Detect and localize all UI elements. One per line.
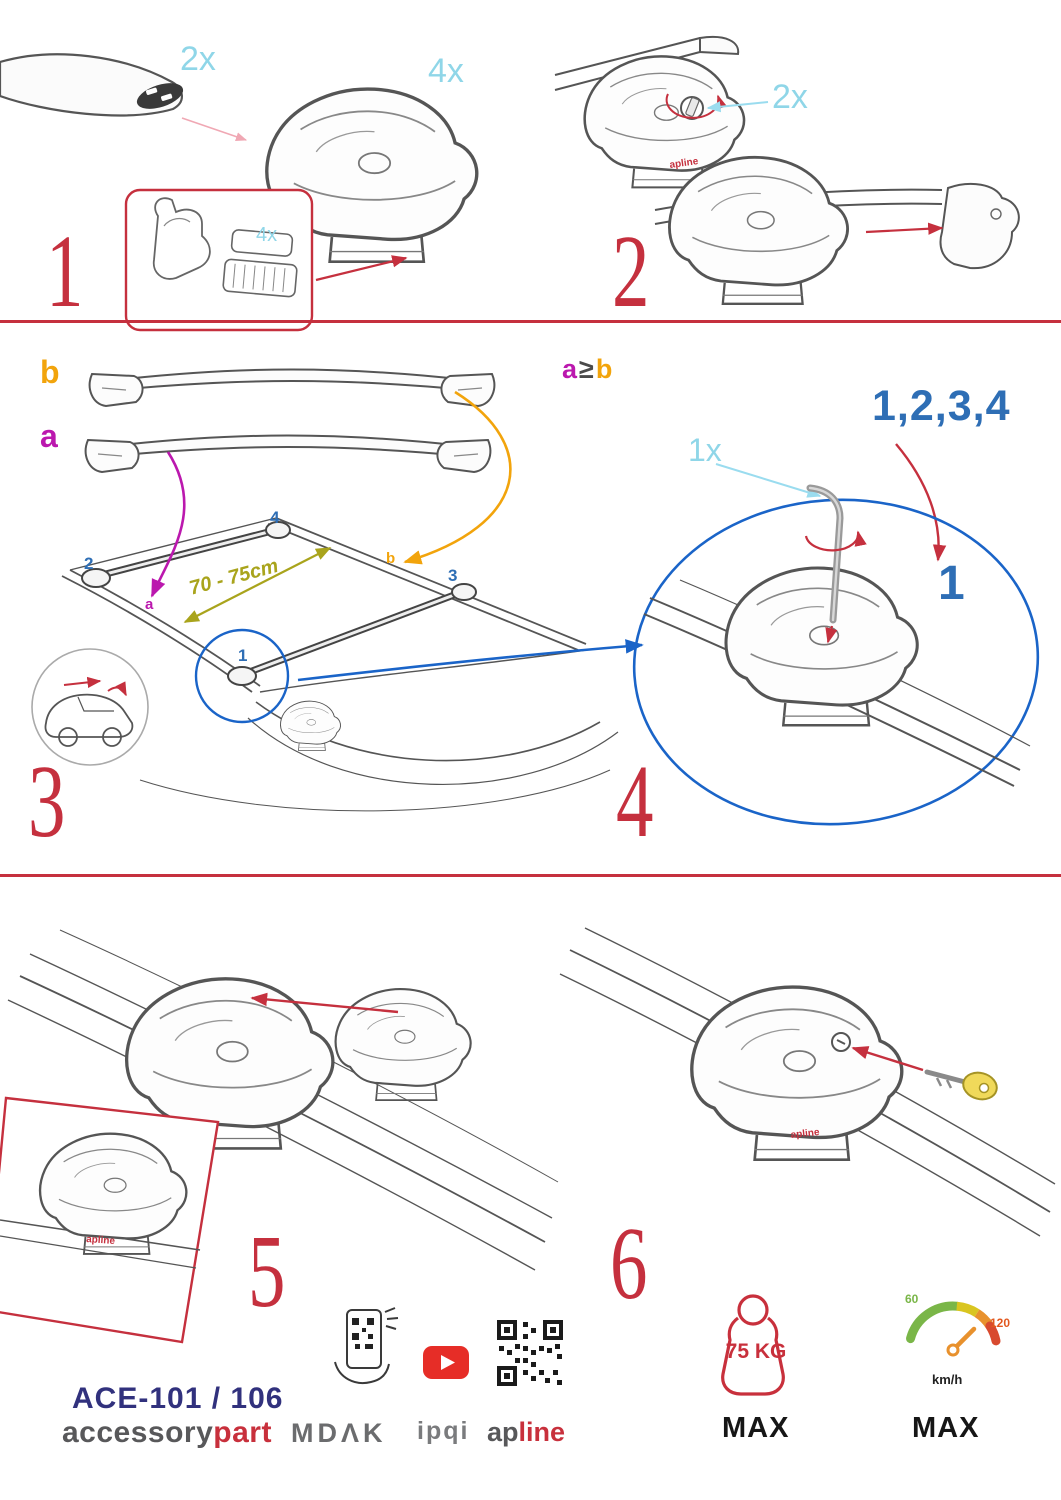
qty-pad-label: 4x [256, 224, 278, 246]
tighten-start: 1 [938, 557, 965, 610]
claw-drawing [152, 197, 211, 280]
phone-qr-icon [334, 1307, 399, 1384]
roof-position-4: 4 [270, 508, 280, 527]
speed-max-label: MAX [912, 1412, 980, 1444]
bolt-arrow [825, 625, 838, 644]
key-drawing [924, 1069, 998, 1101]
key-qty-arrow [715, 463, 822, 498]
car-roof-arrows [63, 676, 127, 697]
gauge-arcs [906, 1301, 1001, 1346]
rubber-pad-drawing [222, 229, 298, 298]
foot-lock-drawing: apline [554, 36, 746, 189]
distance-rule: a≥b [562, 354, 612, 385]
key-in-lock [685, 97, 700, 117]
car-roof-drawing [61, 517, 619, 812]
rule-a: a [562, 354, 578, 384]
step5-drawing: apline [0, 929, 559, 1344]
weight-limit: 75 KG [725, 1340, 787, 1363]
pad-inset [124, 188, 314, 332]
allen-key [806, 484, 844, 624]
roof-position-2: 2 [84, 554, 94, 573]
endcap-arrow [865, 222, 944, 235]
apline-gray: ap [487, 1417, 519, 1447]
apline-red: line [518, 1417, 566, 1447]
lock-qty-arrow [706, 101, 769, 113]
distance-arrow [183, 547, 332, 623]
foot-logo-text: apline [790, 1127, 820, 1141]
bar-b-label: b [40, 354, 60, 390]
qr-modules [497, 1320, 563, 1386]
endcap-drawing [939, 182, 1020, 270]
attach-arrow [250, 992, 399, 1014]
speed-unit-label: km/h [932, 1372, 963, 1387]
bar-to-foot-arrow [181, 117, 248, 141]
clamp-piece-drawing [334, 988, 472, 1102]
bar-b-arrow [403, 390, 512, 565]
qty-bar-label: 2x [180, 40, 216, 78]
step-4-number: 4 [616, 744, 654, 859]
qty-foot-label: 4x [428, 52, 464, 90]
installed-inset: apline [0, 1096, 220, 1344]
step4-drawing [632, 443, 1040, 826]
detail-link-arrow [297, 639, 644, 682]
speed-low-label: 60 [905, 1292, 919, 1306]
brand-red: part [213, 1416, 272, 1449]
weight-icon [721, 1294, 785, 1396]
sequence-arrow [895, 443, 947, 562]
roof-b-label: b [386, 550, 396, 567]
car-drawing [44, 693, 134, 747]
key-rotate-arrow [804, 530, 867, 552]
tighten-order: 1,2,3,4 [872, 382, 1011, 430]
crossbar-end-drawing [0, 53, 184, 117]
qty-lock-label: 2x [772, 78, 808, 116]
ipqi-logo: ipqi [417, 1417, 470, 1445]
bar-a-arrow [150, 451, 186, 598]
roof-position-1: 1 [238, 646, 248, 665]
qty-key-label: 1x [688, 432, 722, 468]
section-divider [0, 320, 1061, 323]
step-6-number: 6 [610, 1206, 648, 1321]
speed-high-label: 120 [990, 1316, 1011, 1330]
roof-position-3: 3 [448, 566, 458, 585]
key-arrow [851, 1046, 924, 1072]
step-5-number: 5 [248, 1214, 286, 1329]
mdak-logo: MDΛK [291, 1418, 387, 1448]
foot-logo-text: apline [86, 1234, 116, 1247]
apline-logo: apline [487, 1417, 565, 1448]
weight-max-label: MAX [722, 1412, 790, 1444]
step6-drawing: apline [559, 927, 1056, 1237]
brand-logo: accessorypart [62, 1416, 272, 1450]
step-1-number: 1 [46, 214, 84, 329]
step2-drawing: apline [554, 36, 1020, 306]
position-1-circle [194, 628, 290, 724]
car-inset [31, 648, 149, 766]
roof-a-label: a [145, 596, 154, 613]
step-3-number: 3 [28, 744, 66, 859]
foot-endcap-drawing [654, 155, 1020, 306]
phone-qr-screen [352, 1318, 374, 1349]
qr-code [497, 1320, 563, 1386]
step3-arrows [150, 390, 644, 682]
youtube-icon [423, 1346, 469, 1379]
rule-op: ≥ [579, 354, 594, 384]
inset-arrow [315, 255, 408, 282]
step1-drawing [0, 53, 479, 332]
step-2-number: 2 [612, 214, 650, 329]
brand-gray: accessory [62, 1416, 214, 1449]
section-divider [0, 874, 1061, 877]
detail-foot-drawing [724, 566, 919, 727]
speedometer-icon [906, 1301, 1001, 1357]
bar-a-label: a [40, 418, 58, 454]
foot-logo-text: apline [669, 156, 700, 171]
rule-b: b [595, 354, 613, 384]
front-crossbar-installed [227, 583, 477, 686]
model-number: ACE-101 / 106 [72, 1382, 284, 1415]
detail-circle [632, 498, 1040, 826]
